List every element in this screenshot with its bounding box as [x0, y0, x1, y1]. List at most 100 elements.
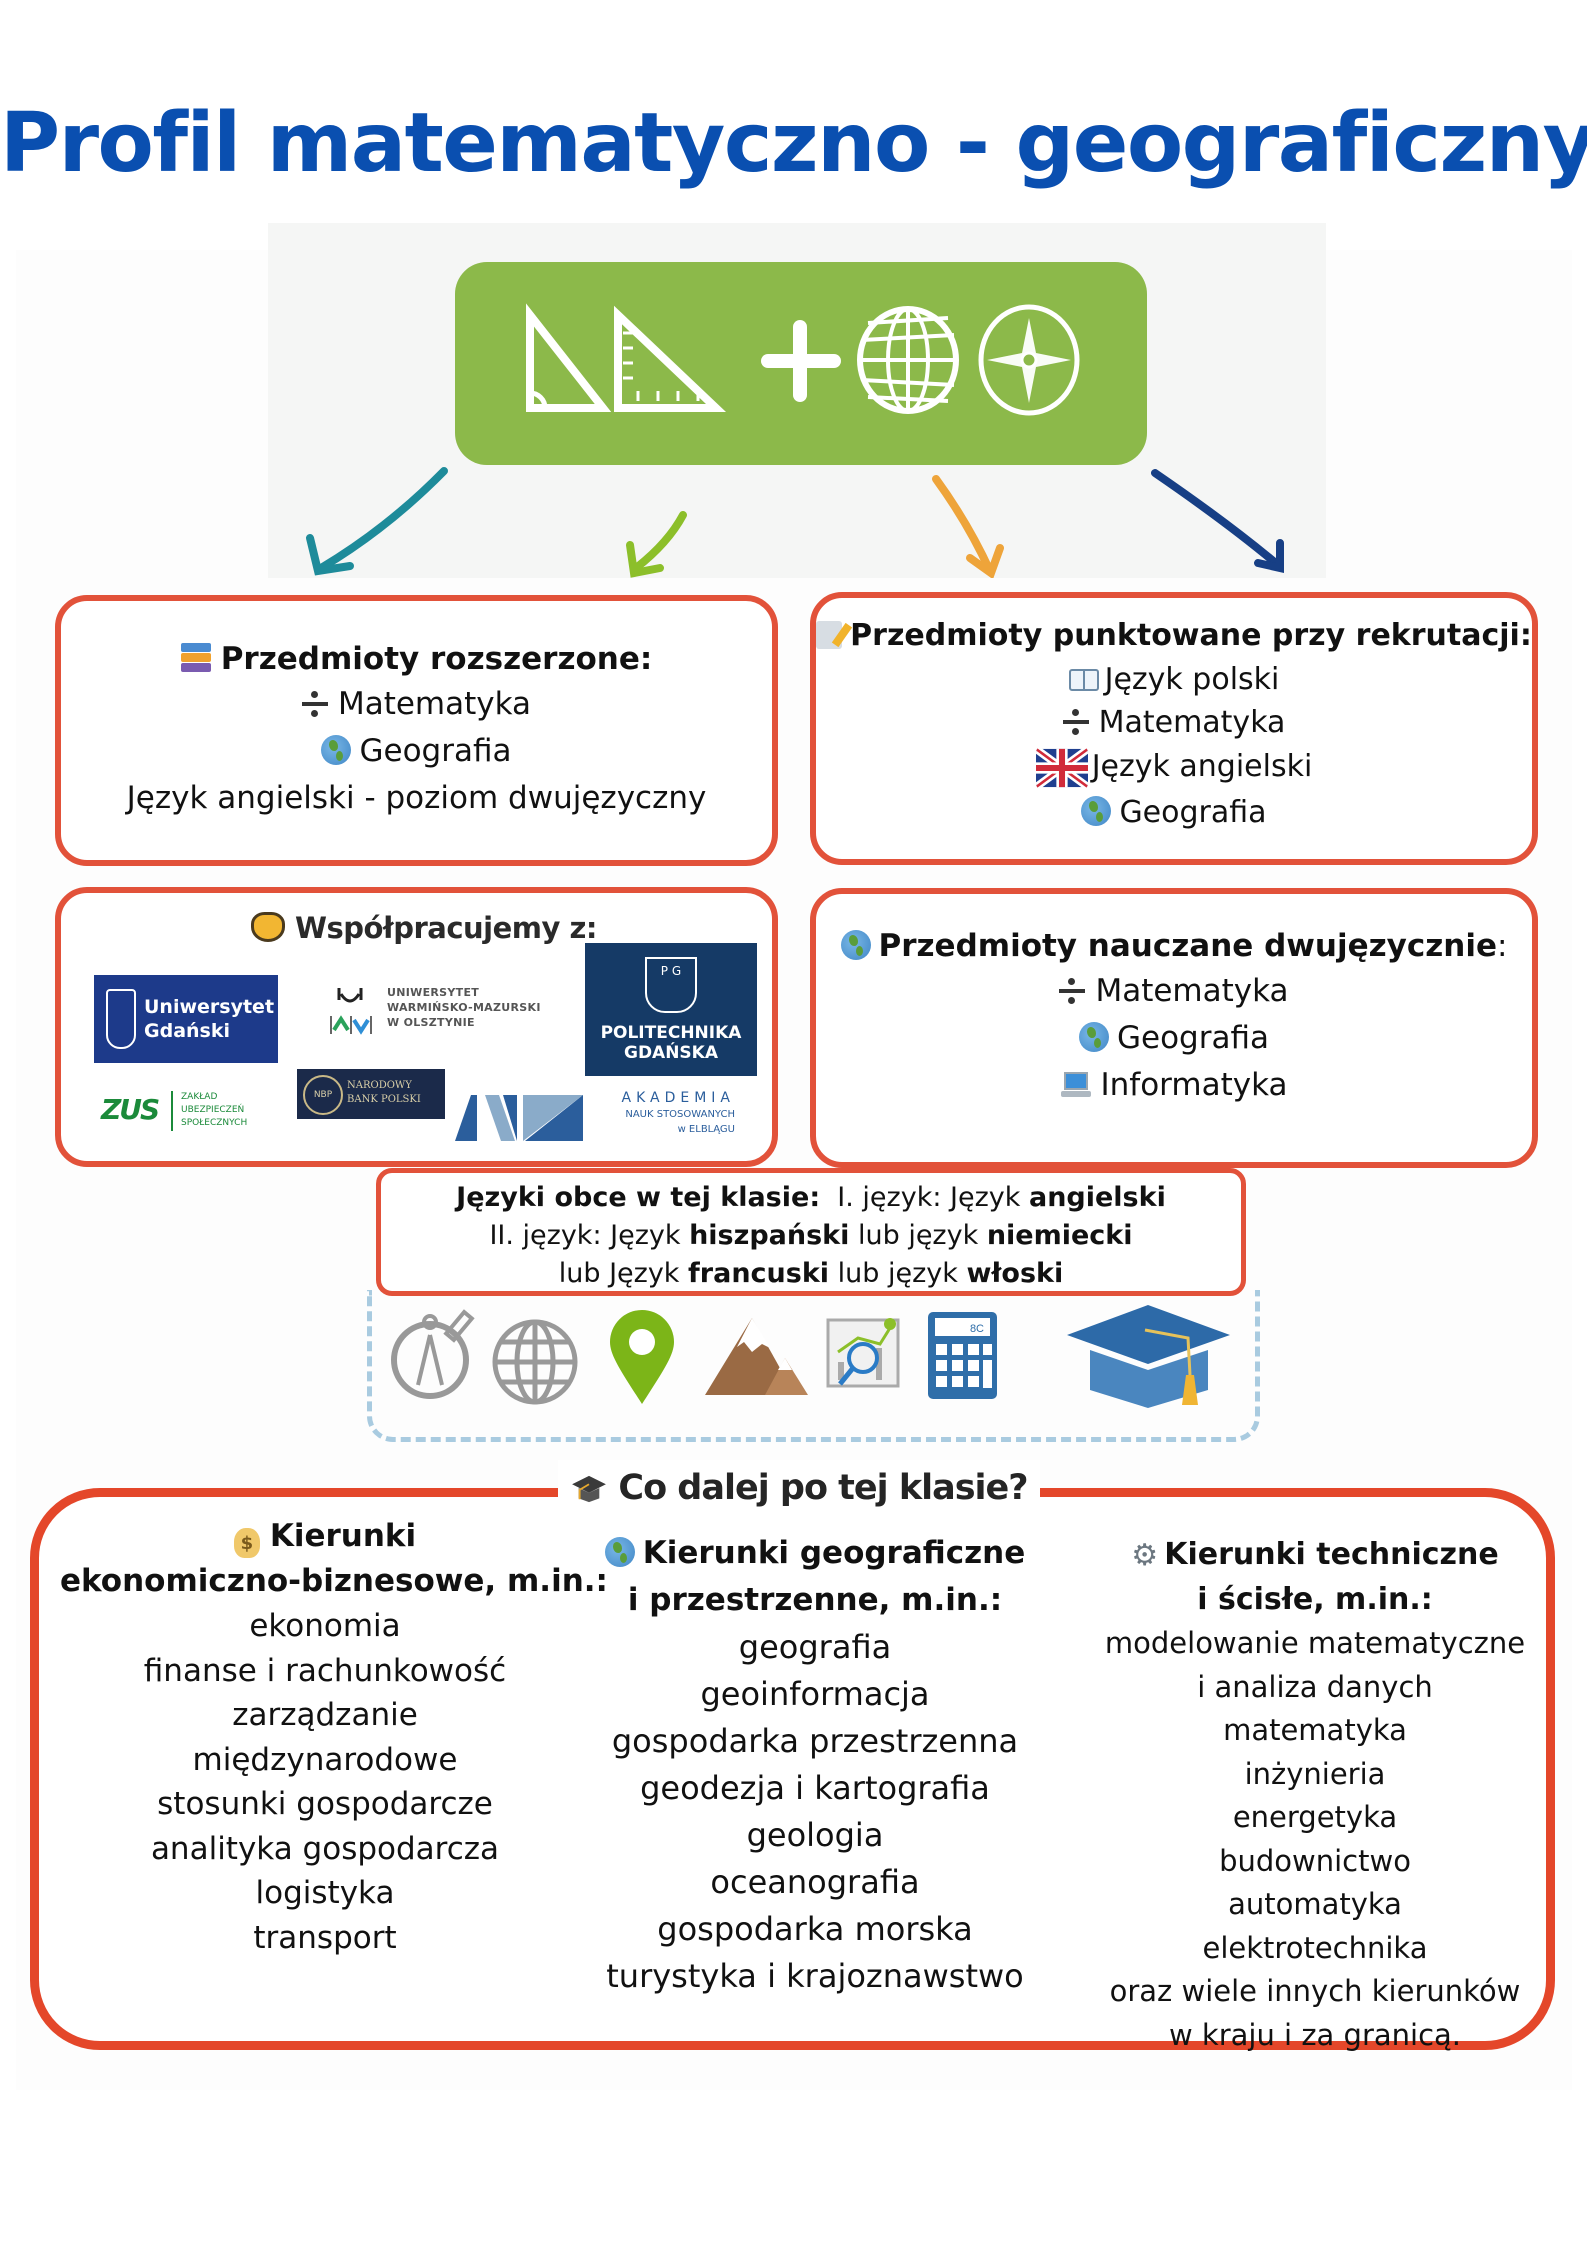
list-item: w kraju i za granicą. — [1168, 2017, 1462, 2052]
map-pin-icon — [610, 1310, 674, 1404]
arrow-navy-head — [1254, 539, 1284, 574]
list-item: analityka gospodarcza — [150, 1830, 500, 1867]
icon-strip-icons: 8C — [391, 1305, 1230, 1408]
list-item: i analiza danych — [1197, 1669, 1433, 1704]
bilingual-item: Informatyka — [1100, 1067, 1288, 1103]
bilingual-item: Geografia — [1116, 1020, 1269, 1056]
foreign-languages-card: Języki obce w tej klasie: I. język: Języ… — [376, 1168, 1246, 1296]
laptop-icon — [1060, 1072, 1091, 1098]
list-item: geologia — [746, 1816, 884, 1854]
bilingual-subjects-card: Przedmioty nauczane dwujęzycznie: Matema… — [810, 888, 1538, 1168]
logo-politechnika-gdanska: P G POLITECHNIKA GDAŃSKA — [585, 943, 757, 1076]
next-steps-card — [30, 1488, 1555, 2050]
extended-item: Język angielski - poziom dwujęzyczny — [126, 780, 707, 816]
list-item: stosunki gospodarcze — [157, 1786, 493, 1822]
list-item: automatyka — [1228, 1887, 1402, 1921]
partners-heading-wrap: Współpracujemy z: — [251, 911, 597, 945]
globe-americas-icon — [1078, 1022, 1109, 1052]
pg-crest-icon: P G — [645, 957, 697, 1013]
recruitment-item: Język polski — [1104, 662, 1280, 697]
extended-item: Geografia — [359, 733, 512, 769]
graduation-cap-emoji-icon — [572, 1475, 607, 1503]
ans-mark-icon — [455, 1095, 583, 1141]
arrow-orange — [932, 475, 994, 575]
bilingual-heading: Przedmioty nauczane dwujęzycznie — [878, 928, 1498, 964]
data-analysis-icon — [826, 1318, 900, 1388]
recruitment-item: Geografia — [1119, 794, 1267, 830]
list-item: matematyka — [1223, 1713, 1407, 1747]
list-item: oceanografia — [710, 1863, 920, 1901]
ug-crest-icon — [106, 989, 136, 1049]
page-title: Profil matematyczno - geograficzny — [0, 96, 1587, 191]
globe-americas-icon — [321, 735, 352, 765]
arrow-teal-head — [306, 534, 354, 576]
drawing-compass-icon — [391, 1309, 475, 1399]
bilingual-item: Matematyka — [1095, 973, 1289, 1009]
list-item: turystyka i krajoznawstwo — [606, 1957, 1024, 1995]
memo-icon — [816, 621, 843, 649]
logo-uwm: UNIWERSYTET WARMIŃSKO-MAZURSKI W OLSZTYN… — [321, 981, 551, 1041]
plus-icon — [761, 320, 841, 402]
next-steps-column-economics: $Kierunki ekonomiczno-biznesowe, m.in.: … — [60, 1514, 608, 1960]
ug-name: Uniwersytet Gdański — [144, 996, 275, 1042]
list-item: zarządzanie — [232, 1697, 418, 1733]
list-item: modelowanie matematyczne — [1104, 1626, 1526, 1660]
list-item: budownictwo — [1219, 1843, 1411, 1878]
extended-subjects-card: Przedmioty rozszerzone: Matematyka Geogr… — [55, 595, 778, 866]
money-bag-icon: $ — [233, 1528, 260, 1558]
partners-card: Współpracujemy z: Uniwersytet Gdański UN… — [55, 887, 778, 1167]
partners-heading: Współpracujemy z: — [295, 911, 597, 945]
uwm-mark-icon — [330, 988, 372, 1035]
next-steps-heading-wrap: Co dalej po tej klasie? — [558, 1460, 1040, 1516]
heart-shield-icon — [251, 912, 285, 942]
extended-item: Matematyka — [337, 686, 532, 722]
arrow-teal — [317, 467, 448, 572]
globe-grid-icon — [492, 1319, 578, 1405]
logo-ans-elblag: AKADEMIA NAUK STOSOWANYCH w ELBLĄGU — [455, 1089, 745, 1145]
arrow-orange-head — [966, 544, 1004, 578]
list-item: finanse i rachunkowość — [143, 1652, 507, 1689]
next-steps-column-technical: ⚙Kierunki techniczne i ścisłe, m.in.: mo… — [1075, 1533, 1555, 2057]
gear-icon: ⚙ — [1131, 1538, 1159, 1573]
globe-europe-icon — [840, 930, 871, 960]
list-item: geografia — [738, 1628, 892, 1666]
recruitment-item: Język angielski — [1091, 749, 1313, 784]
icon-strip — [367, 1290, 1260, 1442]
recruitment-item: Matematyka — [1098, 705, 1286, 740]
open-book-icon — [1068, 669, 1099, 691]
logo-uniwersytet-gdanski: Uniwersytet Gdański — [94, 975, 278, 1063]
triangle-ruler-icon — [614, 305, 727, 412]
logo-zus: ZUS ZAKŁAD UBEZPIECZEŃ SPOŁECZNYCH — [101, 1089, 271, 1135]
recruitment-heading: Przedmioty punktowane przy rekrutacji: — [850, 618, 1532, 653]
list-item: elektrotechnika — [1202, 1930, 1428, 1965]
division-icon — [1059, 978, 1086, 1004]
mountain-icon — [705, 1318, 808, 1395]
globe-africa-icon — [604, 1537, 635, 1567]
list-item: gospodarka przestrzenna — [611, 1722, 1019, 1760]
extended-heading: Przedmioty rozszerzone: — [220, 641, 653, 677]
languages-label: Języki obce w tej klasie: — [456, 1182, 821, 1213]
division-icon — [1062, 709, 1089, 735]
list-item: geoinformacja — [700, 1675, 930, 1713]
graduation-cap-icon — [1067, 1305, 1230, 1408]
list-item: oraz wiele innych kierunków — [1109, 1974, 1521, 2008]
arrow-lime-head — [626, 541, 664, 578]
list-item: ekonomia — [249, 1608, 401, 1644]
next-steps-column-geography: Kierunki geograficzne i przestrzenne, m.… — [580, 1530, 1050, 2000]
list-item: gospodarka morska — [657, 1910, 973, 1948]
next-steps-heading: Co dalej po tej klasie? — [618, 1468, 1028, 1508]
set-square-icon — [526, 303, 612, 412]
arrow-navy — [1151, 469, 1282, 569]
calculator-keys — [936, 1344, 992, 1388]
division-icon — [301, 691, 328, 717]
list-item: międzynarodowe — [192, 1741, 458, 1778]
list-item: inżynieria — [1244, 1756, 1386, 1791]
globe-americas-icon — [1081, 795, 1112, 826]
list-item: transport — [253, 1919, 397, 1956]
list-item: geodezja i kartografia — [640, 1769, 990, 1807]
hero-icons — [306, 303, 1284, 578]
globe-icon — [857, 306, 959, 414]
uk-flag-icon — [1035, 745, 1088, 790]
logo-nbp: NBP NARODOWY BANK POLSKI — [297, 1069, 445, 1119]
compass-rose-icon — [978, 304, 1080, 416]
